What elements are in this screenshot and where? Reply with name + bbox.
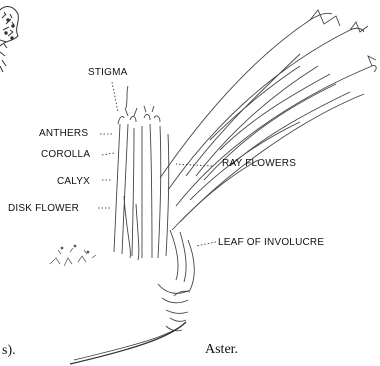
disk-flowers: [114, 86, 169, 260]
caption-left-fragment: s).: [2, 344, 16, 358]
label-leaf-of-involucre: LEAF OF INVOLUCRE: [218, 238, 324, 248]
flower-fragment-icon: [0, 7, 18, 72]
label-calyx: CALYX: [57, 177, 90, 187]
label-anthers: ANTHERS: [39, 129, 88, 139]
label-corolla: COROLLA: [41, 150, 90, 160]
label-ray-flowers: RAY FLOWERS: [222, 159, 296, 169]
label-stigma: STIGMA: [88, 68, 128, 78]
label-disk-flower: DISK FLOWER: [8, 204, 79, 214]
stamen-bits: [50, 245, 96, 266]
caption-aster: Aster.: [205, 343, 238, 357]
ray-flower-petals: [160, 10, 376, 230]
involucre-leaves: [158, 230, 194, 331]
